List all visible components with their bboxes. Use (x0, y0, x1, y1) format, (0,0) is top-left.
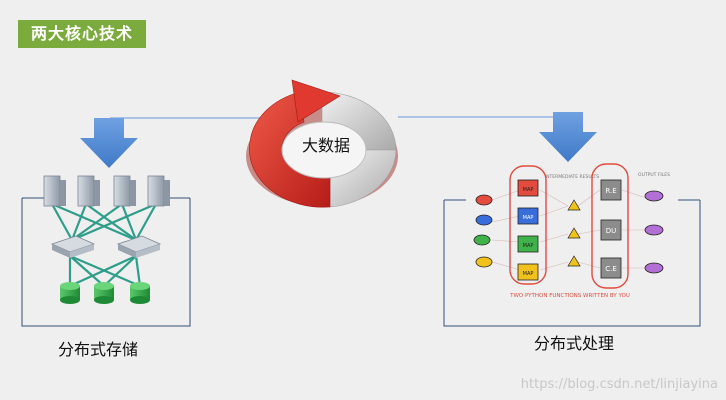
cycle-ring-icon (246, 79, 398, 208)
output-files-label: OUTPUT FILES (638, 172, 670, 178)
storage-disk-icon (130, 282, 150, 304)
map-box: MAP (517, 263, 539, 281)
map-text: MAP (523, 215, 534, 221)
reduce-text: R.E (605, 187, 616, 195)
map-group-outline (509, 165, 547, 285)
server-icon (147, 175, 170, 207)
mapreduce-footer-text: TWO PYTHON FUNCTIONS WRITTEN BY YOU (509, 293, 630, 299)
section-title: 两大核心技术 (18, 20, 146, 48)
map-box: MAP (517, 207, 539, 225)
input-blob-icon (473, 194, 493, 268)
server-icon (77, 175, 100, 207)
switch-icon (116, 235, 162, 258)
storage-disk-icon (94, 282, 114, 304)
down-arrow-left-icon (80, 118, 138, 168)
distributed-storage-label: 分布式存储 (58, 340, 139, 359)
map-box: MAP (517, 179, 539, 197)
watermark: https://blog.csdn.net/linjiayina (520, 377, 718, 392)
output-file-icon (644, 190, 664, 274)
reduce-box: R.E (600, 179, 622, 201)
storage-disk-icon (60, 282, 80, 304)
reduce-box: DU (600, 219, 622, 241)
intermediate-triangle-icon (567, 199, 581, 267)
map-box: MAP (517, 235, 539, 253)
switch-icon (50, 235, 96, 258)
reduce-text: DU (606, 227, 617, 235)
network-links (51, 202, 157, 288)
map-text: MAP (523, 187, 534, 193)
down-arrow-right-icon (539, 112, 597, 162)
reduce-text: C.E (605, 265, 617, 273)
map-text: MAP (523, 243, 534, 249)
processing-bracket (443, 200, 701, 327)
map-text: MAP (523, 271, 534, 277)
reduce-box: C.E (600, 257, 622, 279)
distributed-processing-label: 分布式处理 (534, 334, 615, 353)
center-label: 大数据 (301, 136, 350, 155)
server-icon (43, 175, 66, 207)
intermediate-results-label: INTERMEDIATE RESULTS (545, 174, 599, 180)
server-icon (113, 175, 136, 207)
reduce-group-outline (591, 163, 629, 289)
storage-bracket (21, 198, 191, 327)
